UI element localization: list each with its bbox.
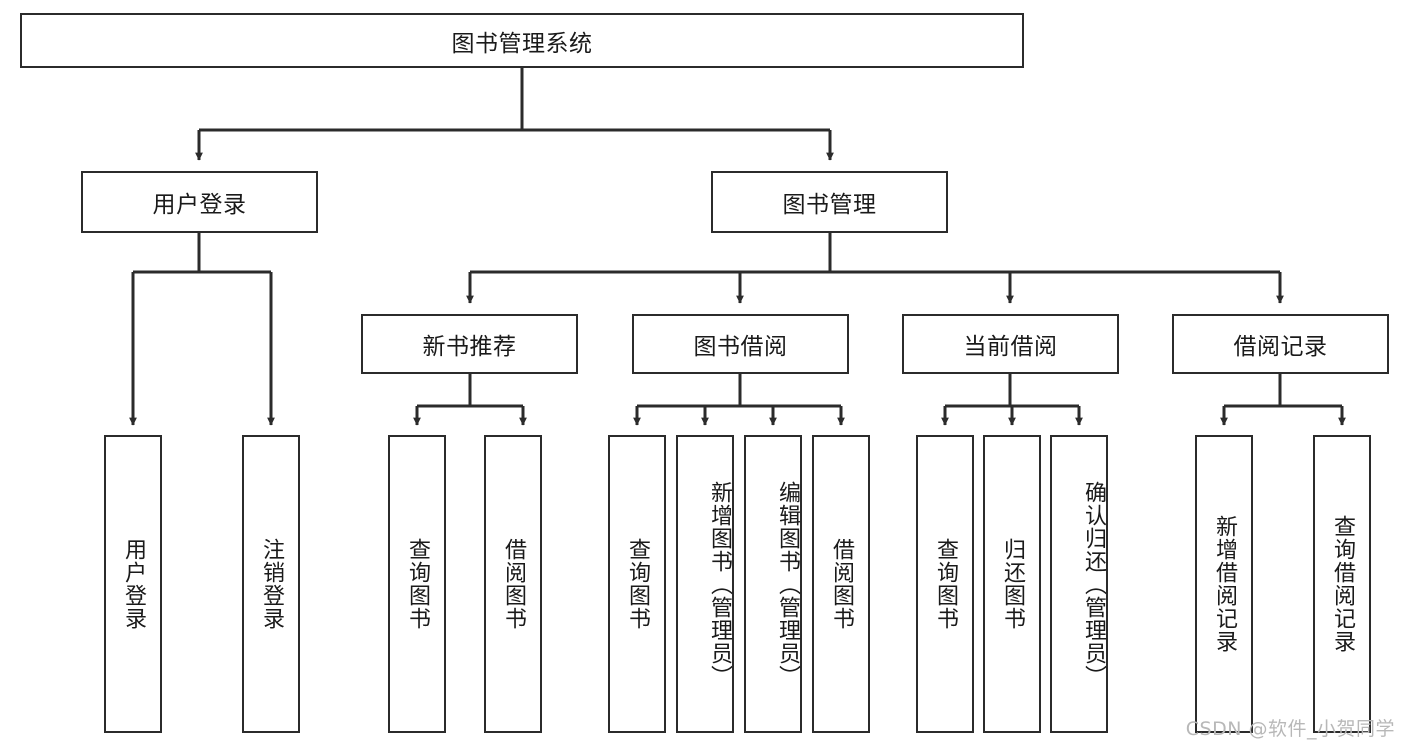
node-leaf-query-book-1[interactable]: 查询图书: [388, 435, 446, 733]
node-leaf-query-record[interactable]: 查询借阅记录: [1313, 435, 1371, 733]
node-leaf-query-book-3-label: 查询图书: [932, 538, 958, 630]
node-current-borrow[interactable]: 当前借阅: [902, 314, 1119, 374]
node-leaf-edit-book-label: 编辑图书（管理员）: [775, 480, 800, 688]
node-book-borrow[interactable]: 图书借阅: [632, 314, 849, 374]
node-leaf-query-book-2-label: 查询图书: [624, 538, 650, 630]
node-leaf-borrow-book-2[interactable]: 借阅图书: [812, 435, 870, 733]
node-leaf-query-book-3[interactable]: 查询图书: [916, 435, 974, 733]
node-leaf-return-book[interactable]: 归还图书: [983, 435, 1041, 733]
node-new-book-rec[interactable]: 新书推荐: [361, 314, 578, 374]
node-user-login[interactable]: 用户登录: [81, 171, 318, 233]
node-leaf-user-login[interactable]: 用户登录: [104, 435, 162, 733]
node-new-book-rec-label: 新书推荐: [422, 334, 517, 360]
node-leaf-add-book[interactable]: 新增图书（管理员）: [676, 435, 734, 733]
node-leaf-add-record[interactable]: 新增借阅记录: [1195, 435, 1253, 733]
node-leaf-edit-book[interactable]: 编辑图书（管理员）: [744, 435, 802, 733]
node-book-manage-label: 图书管理: [782, 192, 877, 218]
node-leaf-return-book-label: 归还图书: [999, 538, 1025, 630]
node-leaf-add-record-label: 新增借阅记录: [1211, 515, 1237, 653]
node-leaf-borrow-book-1[interactable]: 借阅图书: [484, 435, 542, 733]
node-borrow-record-label: 借阅记录: [1233, 334, 1328, 360]
node-root-label: 图书管理系统: [451, 30, 593, 57]
node-leaf-user-login-label: 用户登录: [120, 538, 146, 630]
node-leaf-query-record-label: 查询借阅记录: [1329, 515, 1355, 653]
node-leaf-add-book-label: 新增图书（管理员）: [707, 480, 732, 688]
node-root[interactable]: 图书管理系统: [20, 13, 1024, 68]
node-leaf-borrow-book-2-label: 借阅图书: [828, 538, 854, 630]
node-leaf-logout-label: 注销登录: [258, 538, 284, 630]
node-leaf-query-book-1-label: 查询图书: [404, 538, 430, 630]
node-book-manage[interactable]: 图书管理: [711, 171, 948, 233]
node-leaf-query-book-2[interactable]: 查询图书: [608, 435, 666, 733]
csdn-watermark: CSDN @软件_小贺同学: [1185, 718, 1395, 740]
node-current-borrow-label: 当前借阅: [963, 334, 1058, 360]
node-leaf-borrow-book-1-label: 借阅图书: [500, 538, 526, 630]
node-leaf-confirm-return-label: 确认归还（管理员）: [1081, 480, 1106, 688]
node-book-borrow-label: 图书借阅: [693, 334, 788, 360]
node-leaf-confirm-return[interactable]: 确认归还（管理员）: [1050, 435, 1108, 733]
node-user-login-label: 用户登录: [152, 192, 247, 218]
node-leaf-logout[interactable]: 注销登录: [242, 435, 300, 733]
node-borrow-record[interactable]: 借阅记录: [1172, 314, 1389, 374]
